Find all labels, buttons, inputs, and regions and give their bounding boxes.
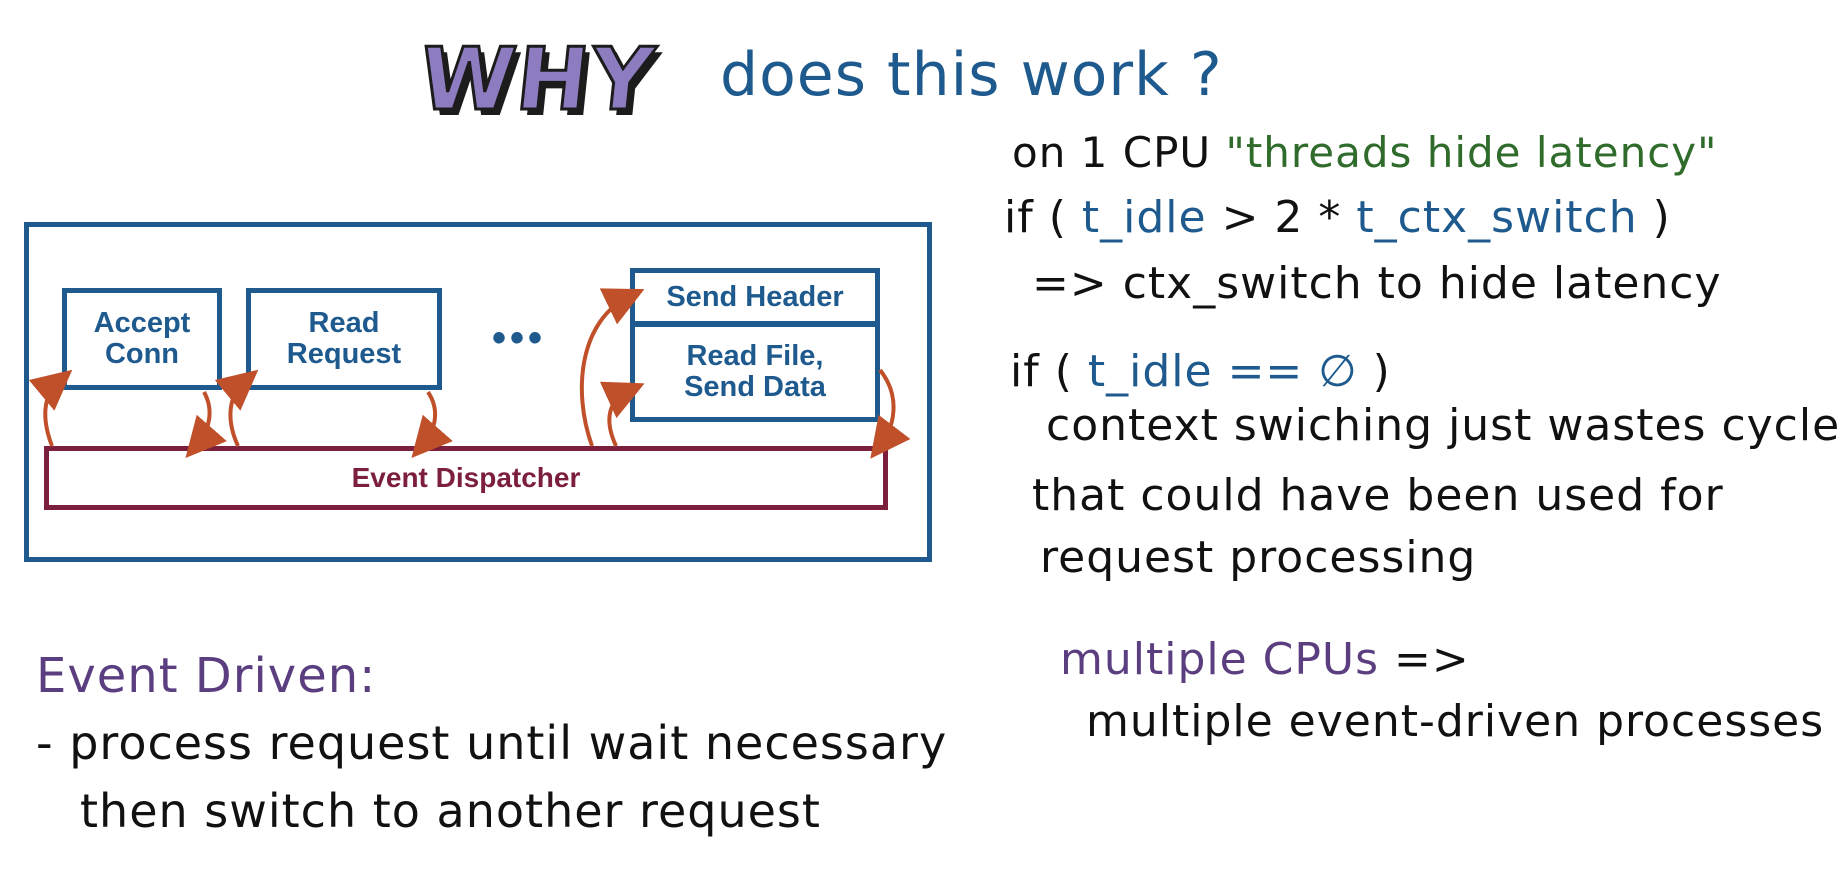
- note-if1-op: > 2 *: [1221, 192, 1342, 243]
- event-dispatcher: Event Dispatcher: [44, 446, 888, 510]
- note-if2-line2: that could have been used for: [1032, 470, 1724, 521]
- note-if2-line3: request processing: [1040, 532, 1477, 583]
- note-if1-close: ): [1652, 192, 1671, 243]
- node-read-request: Read Request: [246, 288, 442, 390]
- note-t-ctx-switch: t_ctx_switch: [1356, 192, 1638, 243]
- note-if2-cond: t_idle == ∅: [1087, 346, 1358, 397]
- event-driven-line1: - process request until wait necessary: [36, 716, 948, 770]
- note-if1-open: if (: [1004, 192, 1067, 243]
- note-if2-open: if (: [1010, 346, 1073, 397]
- arrow-dispatcher-to-read-file: [599, 381, 645, 447]
- event-driven-heading: Event Driven:: [36, 648, 377, 704]
- ellipsis: •••: [492, 316, 547, 360]
- note-if1-result: => ctx_switch to hide latency: [1032, 258, 1722, 309]
- note-multiple-cpus: multiple CPUs: [1060, 634, 1380, 685]
- arrow-dispatcher-to-send-header: [579, 288, 645, 447]
- note-if2-line1: context swiching just wastes cycles: [1046, 400, 1839, 451]
- node-accept-conn: Accept Conn: [62, 288, 222, 390]
- note-multi-arrow: =>: [1394, 634, 1470, 685]
- arrow-read-to-dispatcher: [411, 390, 453, 459]
- note-multi-line: multiple event-driven processes: [1086, 696, 1825, 747]
- arrow-accept-to-dispatcher: [185, 391, 227, 459]
- note-threads-hide-latency: "threads hide latency": [1225, 128, 1718, 177]
- node-read-file-send-data: Read File, Send Data: [630, 322, 880, 422]
- note-t-idle: t_idle: [1081, 192, 1207, 243]
- event-driven-line2: then switch to another request: [80, 784, 821, 838]
- note-one-cpu: on 1 CPU: [1012, 128, 1212, 177]
- arrow-dispatcher-to-read: [214, 369, 259, 447]
- arrow-dispatcher-to-accept: [28, 369, 73, 447]
- note-if2-close: ): [1372, 346, 1391, 397]
- arrow-read-file-to-dispatcher: [870, 368, 911, 459]
- title-question: does this work ?: [720, 40, 1223, 110]
